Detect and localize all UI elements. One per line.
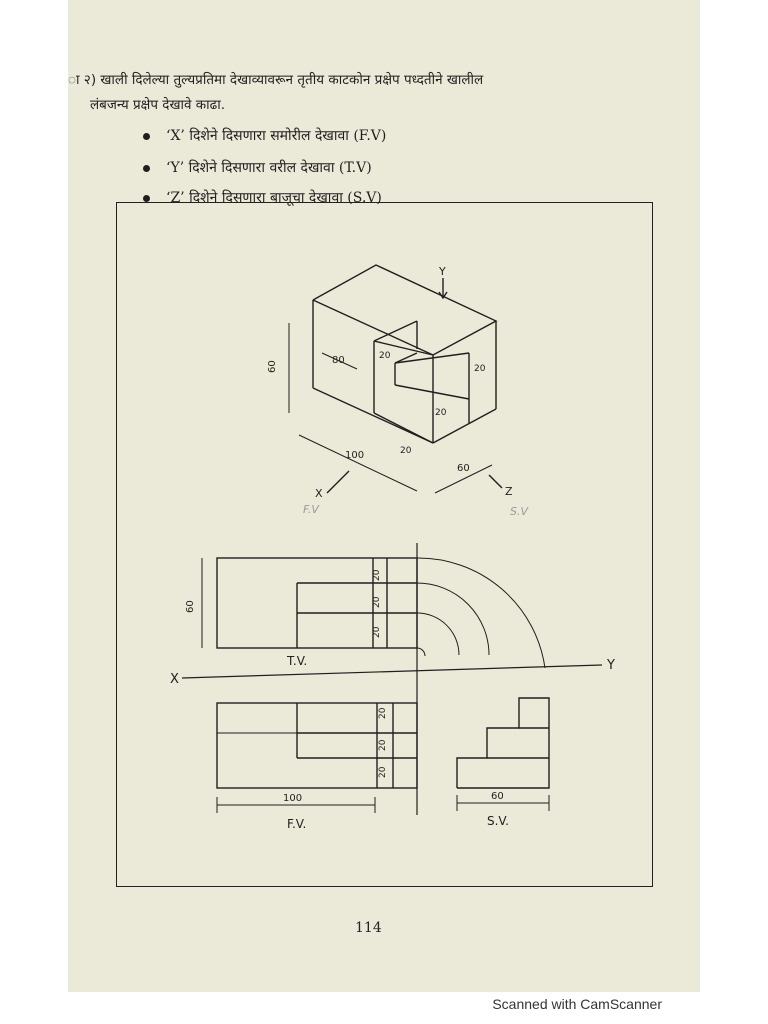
page-number: 114 bbox=[355, 920, 382, 936]
iso-dim-60-b: 60 bbox=[457, 463, 470, 474]
bullet-dot bbox=[143, 194, 150, 202]
sv-dim-60: 60 bbox=[491, 791, 504, 802]
iso-arrow-z: Z bbox=[505, 485, 513, 498]
iso-dim-20-c: 20 bbox=[435, 408, 447, 418]
side-view-label: S.V. bbox=[487, 814, 509, 828]
tv-dim-60: 60 bbox=[185, 600, 196, 613]
tv-dim-20-b: 20 bbox=[372, 596, 382, 608]
bullet-dot bbox=[143, 164, 150, 172]
fv-dim-20-b: 20 bbox=[378, 739, 388, 751]
handwritten-fv: F.V bbox=[303, 503, 320, 516]
iso-dim-20-a: 20 bbox=[379, 351, 391, 361]
engineering-drawing: 60 80 20 20 20 20 100 60 Y X Z F.V S.V bbox=[170, 264, 615, 831]
iso-dim-60: 60 bbox=[267, 360, 278, 373]
fv-dim-20-c: 20 bbox=[378, 766, 388, 778]
tv-dim-20-a: 20 bbox=[372, 569, 382, 581]
bullet-text: ‘Y’ दिशेने दिसणारा वरील देखावा (T.V) bbox=[166, 160, 372, 176]
bullet-top-view: ‘Y’ दिशेने दिसणारा वरील देखावा (T.V) bbox=[143, 158, 372, 177]
question-line-1: ा २) खाली दिलेल्या तुल्यप्रतिमा देखाव्या… bbox=[68, 72, 484, 88]
x-reference-label: X bbox=[170, 672, 179, 687]
tv-dim-20-c: 20 bbox=[372, 626, 382, 638]
front-view-label: F.V. bbox=[287, 817, 306, 831]
isometric-view: 60 80 20 20 20 20 100 60 Y X Z F.V S.V bbox=[267, 264, 529, 518]
z-arrow-icon bbox=[488, 474, 503, 489]
question-line-2: लंबजन्य प्रक्षेप देखावे काढा. bbox=[90, 97, 226, 113]
top-view-label: T.V. bbox=[286, 654, 307, 668]
iso-dim-20-b: 20 bbox=[474, 364, 486, 374]
bullet-dot bbox=[143, 132, 150, 140]
handwritten-sv: S.V bbox=[510, 505, 529, 518]
iso-dim-80: 80 bbox=[332, 355, 345, 366]
iso-dim-100: 100 bbox=[345, 450, 364, 461]
y-reference-label: Y bbox=[606, 658, 615, 673]
paper-sheet: ा २) खाली दिलेल्या तुल्यप्रतिमा देखाव्या… bbox=[68, 0, 700, 992]
iso-dim-20-d: 20 bbox=[400, 446, 412, 456]
iso-arrow-y: Y bbox=[438, 265, 446, 278]
bullet-text: ‘X’ दिशेने दिसणारा समोरील देखावा (F.V) bbox=[166, 128, 387, 144]
bullet-front-view: ‘X’ दिशेने दिसणारा समोरील देखावा (F.V) bbox=[143, 126, 386, 145]
fv-dim-20-a: 20 bbox=[378, 707, 388, 719]
scanner-watermark: Scanned with CamScanner bbox=[492, 996, 662, 1012]
orthographic-views: X Y 60 20 20 20 T.V. bbox=[170, 543, 615, 831]
x-arrow-icon bbox=[326, 470, 350, 494]
drawing-frame: 60 80 20 20 20 20 100 60 Y X Z F.V S.V bbox=[116, 202, 653, 887]
iso-arrow-x: X bbox=[315, 487, 323, 500]
fv-dim-100: 100 bbox=[283, 793, 302, 804]
